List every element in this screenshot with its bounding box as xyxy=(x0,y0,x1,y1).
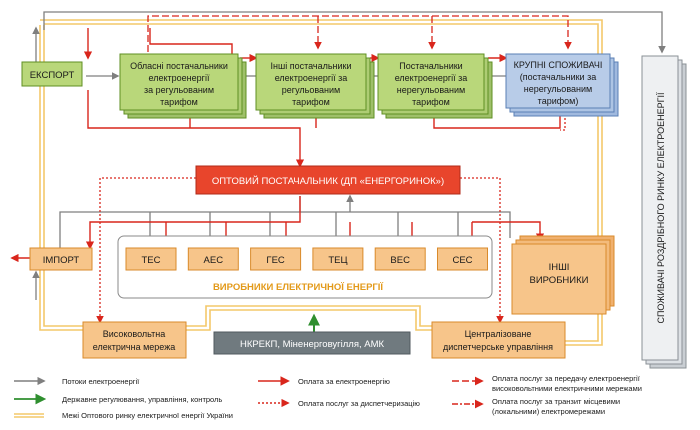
regulators-node: НКРЕКП, Міненерговугілля, АМК xyxy=(213,331,411,355)
legend-state-regulation: Державне регулювання, управління, контро… xyxy=(62,395,222,404)
producer-label-2: АЕС xyxy=(204,255,224,266)
legend: Потоки електроенергії Державне регулюван… xyxy=(14,374,642,420)
producer-box-4 xyxy=(312,247,364,271)
legend-market-bounds: Межі Оптового ринку електричної енергії … xyxy=(62,411,233,420)
unregulated-suppliers-line-3: нерегульованим xyxy=(397,85,465,95)
wholesale-supplier-label: ОПТОВИЙ ПОСТАЧАЛЬНИК (ДП «ЕНЕРГОРИНОК») xyxy=(212,175,444,187)
export-label: ЕКСПОРТ xyxy=(30,70,75,81)
other-suppliers-node: Інші постачальники електроенергії за рег… xyxy=(255,53,375,119)
producer-label-3: ГЕС xyxy=(266,255,284,266)
unregulated-suppliers-line-1: Постачальники xyxy=(399,61,462,71)
regional-suppliers-node: Обласні постачальники електроенергії за … xyxy=(119,53,247,119)
large-consumers-line-3: нерегульованим xyxy=(524,84,592,94)
import-node: ІМПОРТ xyxy=(29,247,93,271)
payment-hv-lines xyxy=(147,15,572,52)
producers-group: ТЕС АЕС ГЕС ТЕЦ ВЕС СЕС ВИРОБНИКИ ЕЛЕКТРИЧНОЇ… xyxy=(117,235,493,299)
dispatch-node: Централізоване диспетчерське управління xyxy=(431,321,566,359)
other-producers-node: ІНШІ ВИРОБНИКИ xyxy=(511,235,615,315)
producer-label-5: ВЕС xyxy=(390,255,410,266)
producer-box-5 xyxy=(374,247,426,271)
other-suppliers-line-2: електроенергії за xyxy=(275,73,348,83)
regional-suppliers-line-4: тарифом xyxy=(160,97,198,107)
large-consumers-line-1: КРУПНІ СПОЖИВАЧІ xyxy=(514,60,603,70)
payment-dispatch-lines xyxy=(96,110,566,324)
regional-suppliers-line-2: електроенергії xyxy=(149,73,210,83)
legend-payment-dispatch: Оплата послуг за диспетчеризацію xyxy=(298,399,420,408)
producer-box-3 xyxy=(250,247,302,271)
export-node: ЕКСПОРТ xyxy=(21,61,83,87)
other-suppliers-line-1: Інші постачальники xyxy=(271,61,352,71)
legend-energy-flows: Потоки електроенергії xyxy=(62,377,140,386)
legend-payment-energy: Оплата за електроенергію xyxy=(298,377,390,386)
producer-label-1: ТЕС xyxy=(142,255,161,266)
dispatch-line-1: Централізоване xyxy=(465,329,532,339)
unregulated-suppliers-node: Постачальники електроенергії за нерегуль… xyxy=(377,53,493,119)
hv-network-line-1: Високовольтна xyxy=(103,329,166,339)
wholesale-supplier-node: ОПТОВИЙ ПОСТАЧАЛЬНИК (ДП «ЕНЕРГОРИНОК») xyxy=(195,165,461,195)
hv-network-line-2: електрична мережа xyxy=(93,342,175,352)
large-consumers-line-2: (постачальники за xyxy=(520,72,596,82)
dispatch-line-2: диспетчерське управління xyxy=(443,342,553,352)
unregulated-suppliers-line-2: електроенергії за xyxy=(395,73,468,83)
import-label: ІМПОРТ xyxy=(43,255,80,266)
producers-title: ВИРОБНИКИ ЕЛЕКТРИЧНОЇ ЕНЕРГІЇ xyxy=(213,282,383,293)
regional-suppliers-line-3: за регульованим xyxy=(144,85,214,95)
hv-network-node: Високовольтна електрична мережа xyxy=(82,321,187,359)
legend-payment-local-1: Оплата послуг за транзит місцевими xyxy=(492,397,620,406)
producer-box-6 xyxy=(437,247,488,271)
producer-label-6: СЕС xyxy=(452,255,472,266)
regulators-label: НКРЕКП, Міненерговугілля, АМК xyxy=(240,339,385,350)
other-producers-line-1: ІНШІ xyxy=(549,262,570,273)
unregulated-suppliers-line-4: тарифом xyxy=(412,97,450,107)
retail-consumers-node: СПОЖИВАЧІ РОЗДРІБНОГО РИНКУ ЕЛЕКТРОЕНЕРГ… xyxy=(641,55,687,369)
large-consumers-line-4: тарифом) xyxy=(538,96,579,106)
legend-payment-hv-2: високовольтними електричними мережами xyxy=(492,384,642,393)
legend-payment-hv-1: Оплата послуг за передачу електроенергії xyxy=(492,374,641,383)
retail-consumers-label: СПОЖИВАЧІ РОЗДРІБНОГО РИНКУ ЕЛЕКТРОЕНЕРГ… xyxy=(656,92,666,324)
legend-payment-local-2: (локальними) електромережами xyxy=(492,407,605,416)
regional-suppliers-line-1: Обласні постачальники xyxy=(130,61,228,71)
producer-box-1 xyxy=(125,247,177,271)
large-consumers-node: КРУПНІ СПОЖИВАЧІ (постачальники за нерег… xyxy=(505,53,619,117)
other-suppliers-line-3: регульованим xyxy=(282,85,340,95)
other-suppliers-line-4: тарифом xyxy=(292,97,330,107)
producer-label-4: ТЕЦ xyxy=(328,255,347,266)
producer-box-2 xyxy=(187,247,239,271)
market-boundary xyxy=(39,19,603,346)
other-producers-line-2: ВИРОБНИКИ xyxy=(530,275,589,286)
